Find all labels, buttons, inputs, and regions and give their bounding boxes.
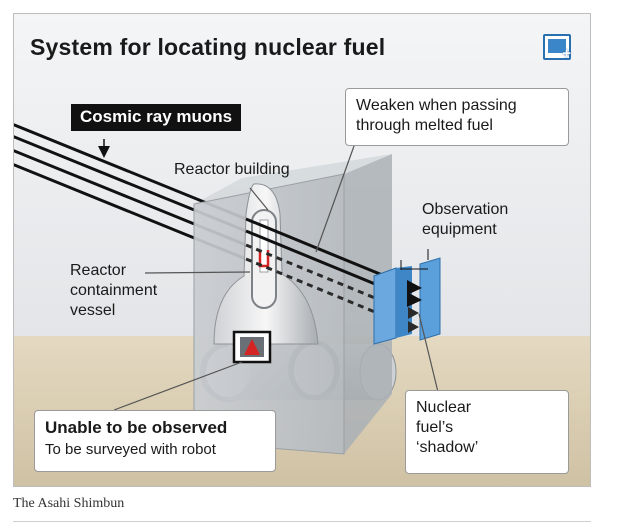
cosmic-ray-muons-label: Cosmic ray muons bbox=[71, 104, 242, 131]
figure-title: System for locating nuclear fuel bbox=[30, 34, 386, 60]
image-caption: The Asahi Shimbun bbox=[13, 496, 125, 511]
muon-arrowheads bbox=[407, 280, 422, 333]
shadow-line-1: Nuclear bbox=[416, 399, 472, 416]
reactor-building-label: Reactor building bbox=[174, 161, 290, 178]
containment-line-2: containment bbox=[70, 282, 158, 299]
expand-plus-icon bbox=[548, 39, 566, 53]
unable-observed-callout: Unable to be observed To be surveyed wit… bbox=[34, 410, 276, 472]
fuel-shadow-callout: Nuclear fuel’s ‘shadow’ bbox=[405, 390, 569, 474]
containment-line-3: vessel bbox=[70, 302, 116, 319]
expand-button[interactable]: + bbox=[543, 34, 571, 62]
caption-divider bbox=[13, 521, 591, 522]
expand-plus-glyph: + bbox=[562, 45, 571, 62]
containment-vessel-label: Reactor containment vessel bbox=[70, 261, 157, 321]
fuel-debris-triangle bbox=[244, 339, 260, 355]
observation-equipment-label: Observation equipment bbox=[422, 200, 508, 240]
diagram-figure: System for locating nuclear fuel + Cosmi… bbox=[13, 13, 591, 487]
weaken-callout: Weaken when passing through melted fuel bbox=[345, 88, 569, 146]
leader-lines bbox=[113, 145, 439, 411]
unable-subtitle: To be surveyed with robot bbox=[45, 441, 216, 458]
unable-title: Unable to be observed bbox=[45, 418, 228, 437]
melted-fuel-marker bbox=[258, 250, 270, 268]
shadow-line-3: ‘shadow’ bbox=[416, 439, 479, 456]
shadow-line-2: fuel’s bbox=[416, 419, 454, 436]
weaken-line-1: Weaken when passing bbox=[356, 97, 517, 114]
building-side bbox=[344, 154, 392, 454]
observation-line-2: equipment bbox=[422, 221, 497, 238]
containment-line-1: Reactor bbox=[70, 262, 127, 279]
observation-line-1: Observation bbox=[422, 201, 509, 218]
weaken-line-2: through melted fuel bbox=[356, 117, 493, 134]
building-roof bbox=[194, 154, 392, 204]
